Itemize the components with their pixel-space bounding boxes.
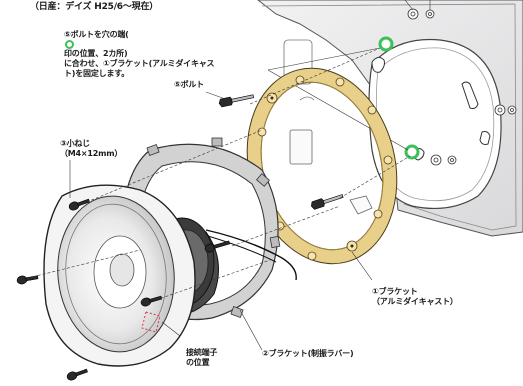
step5-note-line1: ⑤ボルトを穴の端(印の位置、2カ所): [64, 30, 129, 58]
step5-note-line2: に合わせ、①ブラケット(アルミダイキャス: [64, 59, 215, 68]
screw-icon: [16, 198, 231, 381]
green-circle-marker-icon: [378, 36, 394, 52]
bracket-rubber-label: ②ブラケット(制振ラバー): [262, 349, 354, 358]
terminal-label: 接続端子 の位置: [186, 348, 217, 368]
speaker: [43, 184, 297, 367]
green-circle-marker-icon: [65, 40, 74, 49]
alignment-lines: [27, 47, 411, 301]
terminal-label-line2: の位置: [186, 358, 210, 367]
bracket-alu-label-line2: （アルミダイキャスト）: [372, 297, 458, 306]
terminal-label-line1: 接続端子: [186, 348, 218, 357]
label-leaders: [69, 91, 373, 351]
screw-label-line1: ③小ねじ: [60, 139, 90, 148]
screw-label-line2: （M4×12mm）: [60, 149, 123, 158]
bolt-label: ⑤ボルト: [174, 80, 204, 89]
bracket-alu-label-line1: ①ブラケット: [372, 287, 418, 296]
step5-note: ⑤ボルトを穴の端(印の位置、2カ所) に合わせ、①ブラケット(アルミダイキャス …: [64, 30, 215, 79]
door-panel: [257, 0, 523, 237]
step5-note-line3: ト)を固定します。: [64, 69, 130, 78]
bolt-icon: [218, 94, 344, 210]
screw-label: ③小ねじ （M4×12mm）: [60, 139, 122, 159]
green-circle-marker-icon: [404, 144, 420, 160]
bracket-alu-label: ①ブラケット （アルミダイキャスト）: [372, 287, 458, 307]
vehicle-header: （日産：デイズ H25/6〜現在）: [30, 2, 159, 12]
